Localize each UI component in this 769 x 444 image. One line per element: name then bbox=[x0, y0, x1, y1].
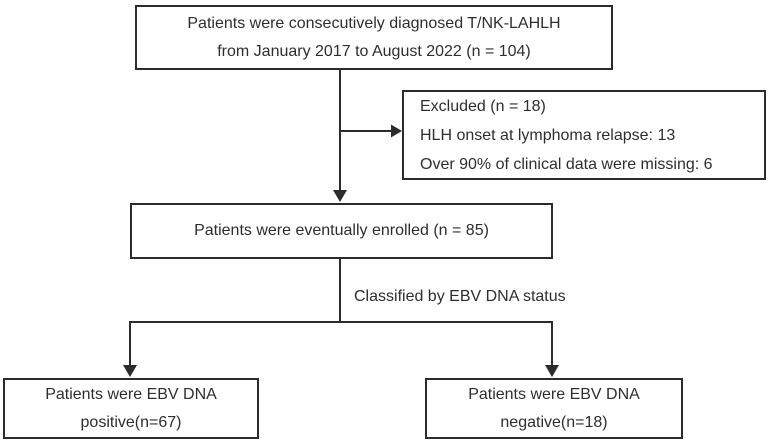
arrowhead-down-enrolled bbox=[333, 190, 347, 202]
arrowhead-right-excluded bbox=[391, 124, 402, 138]
box-excluded-line-3: Over 90% of clinical data were missing: … bbox=[420, 155, 713, 173]
box-ebv-negative: Patients were EBV DNA negative(n=18) bbox=[425, 378, 683, 439]
box-ebv-positive-line-1: Patients were EBV DNA bbox=[45, 385, 217, 403]
box-excluded-line-1: Excluded (n = 18) bbox=[420, 97, 546, 115]
box-ebv-negative-line-1: Patients were EBV DNA bbox=[468, 385, 640, 403]
box-excluded: Excluded (n = 18) HLH onset at lymphoma … bbox=[402, 90, 766, 180]
box-ebv-positive-line-2: positive(n=67) bbox=[80, 413, 182, 431]
arrowhead-down-positive bbox=[123, 365, 137, 377]
box-excluded-line-2: HLH onset at lymphoma relapse: 13 bbox=[420, 126, 676, 144]
box-diagnosed-line-1: Patients were consecutively diagnosed T/… bbox=[187, 14, 561, 32]
box-diagnosed: Patients were consecutively diagnosed T/… bbox=[135, 5, 613, 70]
box-diagnosed-line-2: from January 2017 to August 2022 (n = 10… bbox=[217, 42, 531, 60]
box-ebv-negative-line-2: negative(n=18) bbox=[500, 413, 608, 431]
box-enrolled-line-1: Patients were eventually enrolled (n = 8… bbox=[194, 222, 489, 239]
arrowhead-down-negative bbox=[545, 365, 559, 377]
box-enrolled: Patients were eventually enrolled (n = 8… bbox=[130, 203, 553, 259]
edge-label-classified: Classified by EBV DNA status bbox=[354, 288, 566, 305]
box-ebv-positive: Patients were EBV DNA positive(n=67) bbox=[3, 378, 259, 439]
